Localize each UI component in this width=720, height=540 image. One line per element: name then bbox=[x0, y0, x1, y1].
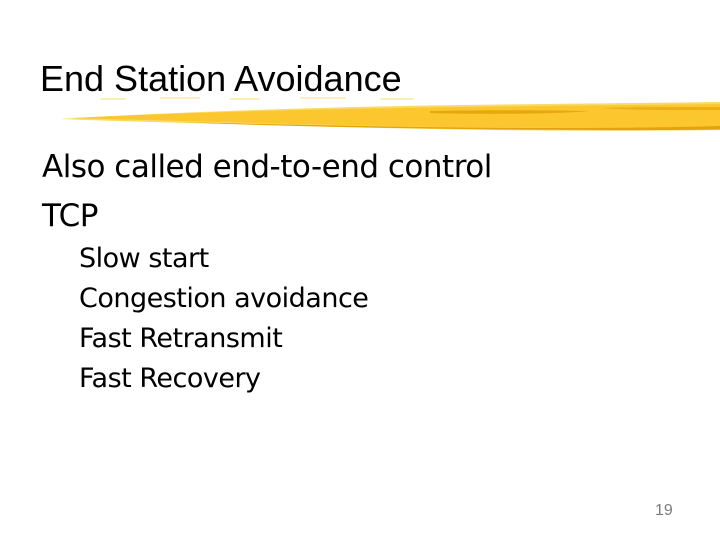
body-line-level1: Also called end-to-end control bbox=[42, 149, 492, 185]
body-line-level2: Slow start bbox=[79, 243, 209, 274]
body-line-level2: Fast Retransmit bbox=[79, 323, 283, 354]
slide-title: End Station Avoidance bbox=[40, 58, 402, 99]
page-number: 19 bbox=[655, 502, 673, 519]
body-line-level2: Fast Recovery bbox=[79, 363, 261, 394]
title-underline-brush-icon bbox=[60, 97, 720, 131]
brush-shadows bbox=[180, 107, 720, 131]
body-line-level2: Congestion avoidance bbox=[79, 283, 369, 314]
brush-main bbox=[72, 104, 720, 129]
body-line-level1: TCP bbox=[42, 198, 98, 234]
